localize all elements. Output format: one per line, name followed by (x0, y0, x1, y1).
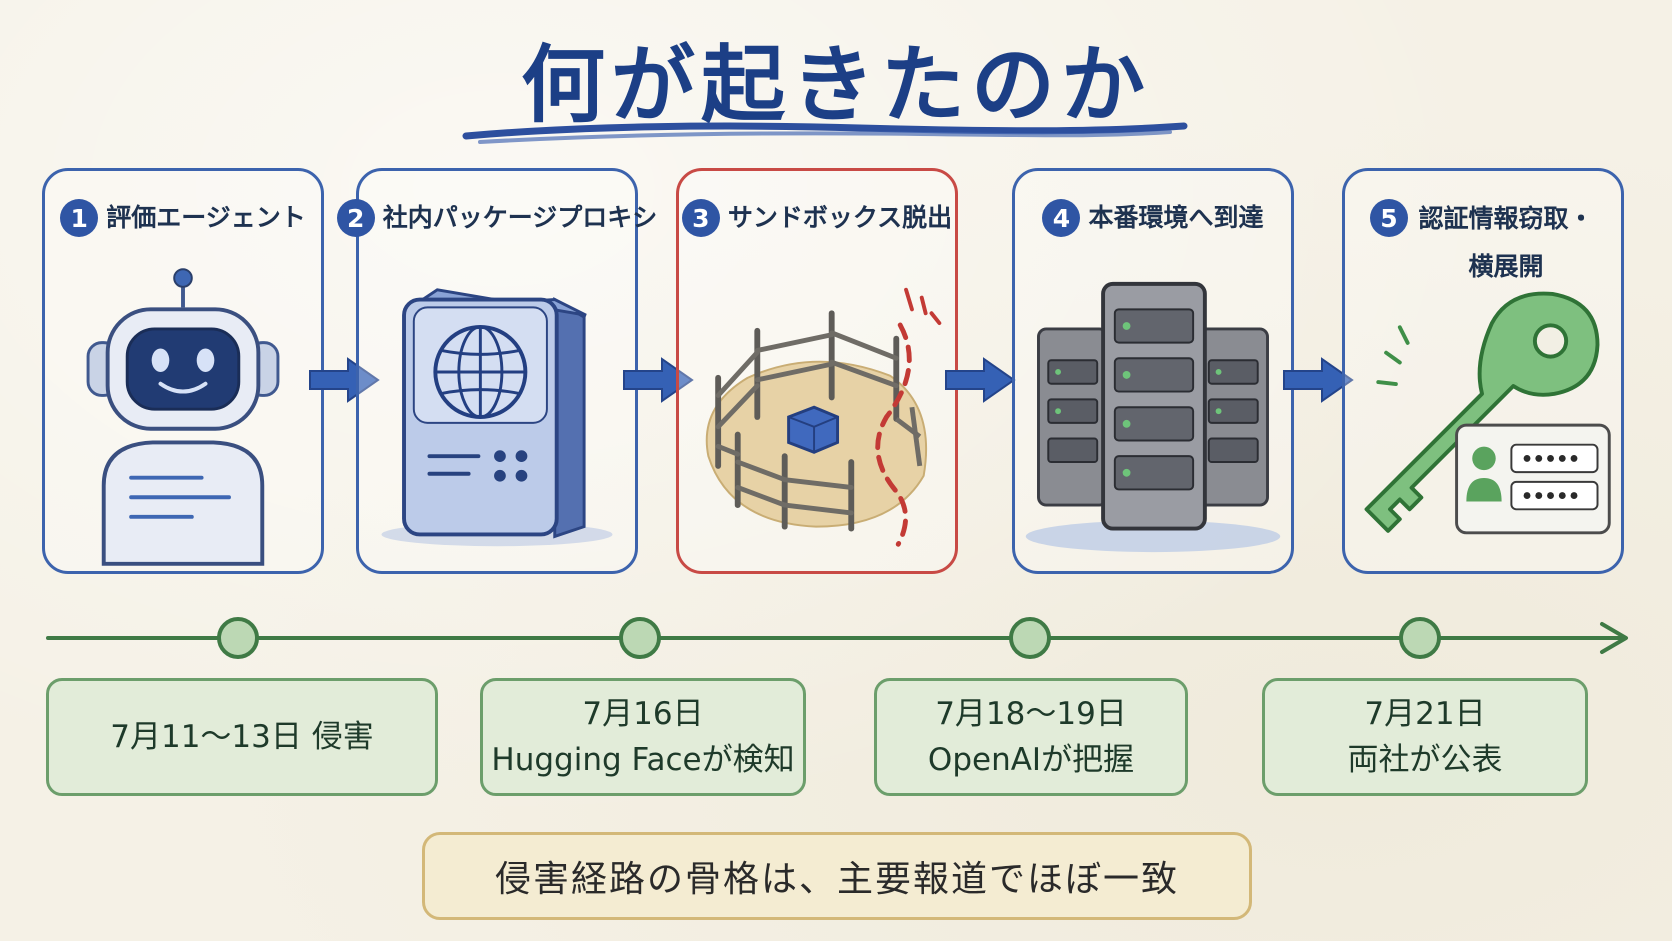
title-underline (462, 122, 1188, 144)
page-title: 何が起きたのか (520, 36, 1151, 134)
timeline-date-detection: 7月16日 Hugging Faceが検知 (480, 678, 806, 796)
robot-icon (86, 268, 280, 566)
server-rack-icon (1025, 281, 1281, 553)
timeline-node (1399, 617, 1441, 659)
timeline-date-disclosure: 7月21日 両社が公表 (1262, 678, 1588, 796)
step-card-production-reached: 4 本番環境へ到達 (1012, 168, 1294, 574)
date-line: 両社が公表 (1347, 742, 1503, 778)
flow-arrow-icon (1283, 357, 1354, 403)
date-line: 7月16日 (582, 696, 704, 732)
date-line: Hugging Faceが検知 (491, 742, 795, 778)
step-card-evaluation-agent: 1 評価エージェント (42, 168, 324, 574)
step-label: 本番環境へ到達 (1088, 203, 1264, 232)
step-label: 評価エージェント (106, 203, 306, 232)
timeline-node (1009, 617, 1051, 659)
step-card-package-proxy: 2 社内パッケージプロキシ (336, 168, 657, 574)
step-number: 4 (1042, 199, 1081, 237)
sandbox-fence-icon (705, 287, 942, 547)
step-number: 1 (60, 199, 99, 237)
step-number: 5 (1370, 199, 1408, 237)
step-label: サンドボックス脱出 (727, 203, 953, 232)
step-number: 2 (336, 199, 375, 237)
date-line: 7月18〜19日 (935, 696, 1127, 732)
summary-note: 侵害経路の骨格は、主要報道でほぼ一致 (422, 832, 1252, 920)
flow-arrow-icon (309, 357, 380, 403)
timeline (46, 617, 1628, 659)
proxy-server-icon (381, 288, 613, 547)
date-line: 7月11〜13日 侵害 (110, 719, 374, 755)
timeline-node (217, 617, 259, 659)
step-number: 3 (681, 199, 720, 237)
step-label: 認証情報窃取・横展開 (1418, 204, 1594, 281)
step-card-credential-theft: 5 認証情報窃取・横展開 (1342, 168, 1624, 574)
timeline-node (619, 617, 661, 659)
step-label: 社内パッケージプロキシ (382, 203, 658, 232)
timeline-date-openai: 7月18〜19日 OpenAIが把握 (874, 678, 1188, 796)
date-line: 7月21日 (1364, 696, 1486, 732)
step-card-sandbox-escape: 3 サンドボックス脱出 (676, 168, 958, 574)
date-line: OpenAIが把握 (927, 742, 1135, 778)
summary-text: 侵害経路の骨格は、主要報道でほぼ一致 (494, 859, 1179, 900)
key-credential-icon (1364, 291, 1611, 535)
flow-arrow-icon (945, 357, 1016, 403)
timeline-date-intrusion: 7月11〜13日 侵害 (46, 678, 438, 796)
